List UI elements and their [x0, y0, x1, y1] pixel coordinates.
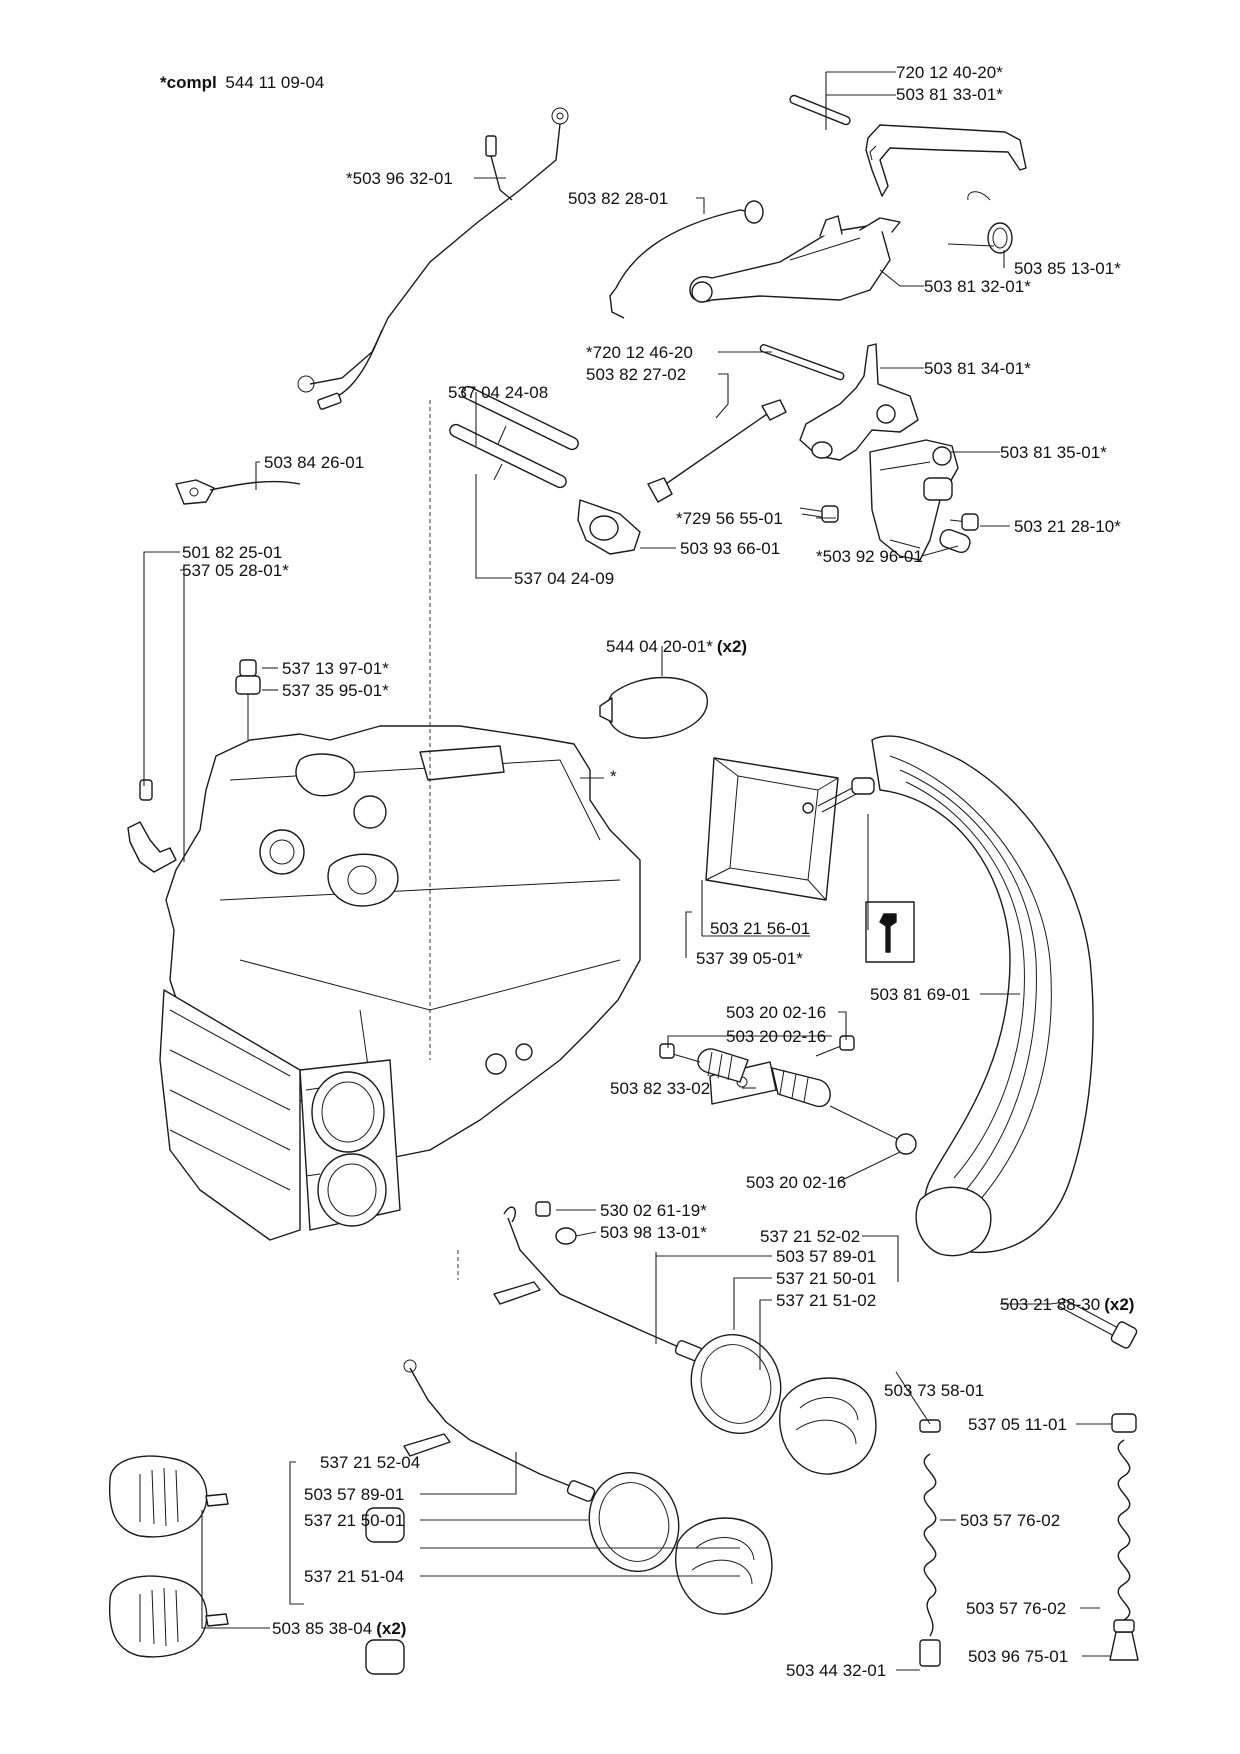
assembly-header: *compl 544 11 09-04	[160, 73, 324, 92]
label-537-04-24-08: 537 04 24-08	[448, 383, 548, 402]
tank-cover-drawing	[159, 989, 401, 1241]
throttle-link-rod-drawing	[609, 200, 764, 319]
label-503-20-02-16-c: 503 20 02-16	[746, 1173, 846, 1192]
label-503-57-76-02-a: 503 57 76-02	[960, 1511, 1060, 1530]
wire-harness-drawing	[297, 107, 569, 410]
label-503-92-96-01: *503 92 96-01	[816, 547, 923, 566]
label-537-13-97-01: 537 13 97-01*	[282, 659, 389, 678]
label-503-85-38-04: 503 85 38-04(x2)	[272, 1619, 406, 1638]
label-503-20-02-16-a: 503 20 02-16	[726, 1003, 826, 1022]
pivot-pin-drawing	[759, 344, 845, 381]
label-503-20-02-16-b: 503 20 02-16	[726, 1027, 826, 1046]
label-537-39-05-01: 537 39 05-01*	[696, 949, 803, 968]
label-537-04-24-09: 537 04 24-09	[514, 569, 614, 588]
cover-cap-drawing	[599, 676, 709, 739]
label-503-81-34-01: 503 81 34-01*	[924, 359, 1031, 378]
label-503-57-89-01-b: 503 57 89-01	[304, 1485, 404, 1504]
label-537-21-50-01-a: 537 21 50-01	[776, 1269, 876, 1288]
label-537-21-50-01-b: 537 21 50-01	[304, 1511, 404, 1530]
label-503-81-33-01: 503 81 33-01*	[896, 85, 1003, 104]
label-503-81-69-01: 503 81 69-01	[870, 985, 970, 1004]
front-handle-drawing	[871, 735, 1094, 1257]
label-503-96-75-01: 503 96 75-01	[968, 1647, 1068, 1666]
label-503-82-33-02: 503 82 33-02	[610, 1079, 710, 1098]
housing-screw-drawing	[535, 1201, 577, 1245]
rubber-rods-drawing	[449, 385, 579, 489]
label-503-21-88-30: 503 21 88-30(x2)	[1000, 1295, 1134, 1314]
av-spring-assembly-drawing	[659, 1035, 917, 1155]
label-503-57-89-01-a: 503 57 89-01	[776, 1247, 876, 1266]
cap-assembly-upper-drawing	[493, 1206, 877, 1475]
label-537-05-11-01: 537 05 11-01	[968, 1415, 1067, 1434]
fuel-hose-drawing	[919, 1419, 941, 1667]
filter-screw-drawing	[817, 777, 875, 813]
crankcase-housing-drawing	[165, 725, 641, 1161]
oil-hose-drawing	[1109, 1413, 1139, 1661]
label-501-82-25-01: 501 82 25-01	[182, 543, 282, 562]
label-503-96-32-01: *503 96 32-01	[346, 169, 453, 188]
av-element-lower-drawing	[108, 1575, 229, 1658]
throttle-trigger-drawing	[689, 215, 901, 303]
label-503-73-58-01: 503 73 58-01	[884, 1381, 984, 1400]
label-503-82-28-01: 503 82 28-01	[568, 189, 668, 208]
label-537-21-51-04: 537 21 51-04	[304, 1567, 404, 1586]
label-503-98-13-01: 503 98 13-01*	[600, 1223, 707, 1242]
label-503-44-32-01: 503 44 32-01	[786, 1661, 886, 1680]
parts-drawing	[108, 94, 1139, 1675]
label-537-35-95-01: 537 35 95-01*	[282, 681, 389, 700]
pin-drawing	[789, 94, 851, 126]
label-503-21-28-10: 503 21 28-10*	[1014, 517, 1121, 536]
choke-rod-drawing	[647, 399, 787, 503]
label-544-04-20-01: 544 04 20-01*(x2)	[606, 637, 747, 656]
part-labels: 720 12 40-20* 503 81 33-01* *503 96 32-0…	[182, 63, 1134, 1680]
label-503-57-76-02-b: 503 57 76-02	[966, 1599, 1066, 1618]
label-503-84-26-01: 503 84 26-01	[264, 453, 364, 472]
label-503-21-56-01: 503 21 56-01	[710, 919, 810, 938]
label-720-12-40-20: 720 12 40-20*	[896, 63, 1003, 82]
label-537-21-52-04: 537 21 52-04	[320, 1453, 420, 1472]
label-537-05-28-01: 537 05 28-01*	[182, 561, 289, 580]
wrench-tool-drawing	[865, 901, 915, 963]
screw-503-21-28-10-drawing	[923, 477, 979, 531]
plugs-drawing	[365, 1507, 405, 1675]
bracket-plate-drawing	[869, 439, 959, 561]
torsion-spring-drawing	[947, 191, 1013, 254]
plug-503-92-96-01-drawing	[939, 528, 971, 554]
label-537-21-51-02: 537 21 51-02	[776, 1291, 876, 1310]
av-element-upper-drawing	[108, 1455, 229, 1538]
leader-lines	[143, 71, 1112, 1671]
label-530-02-61-19: 530 02 61-19*	[600, 1201, 707, 1220]
label-503-85-13-01: 503 85 13-01*	[1014, 259, 1121, 278]
label-503-82-27-02: 503 82 27-02	[586, 365, 686, 384]
choke-knob-drawing	[577, 499, 641, 555]
label-537-21-52-02: 537 21 52-02	[760, 1227, 860, 1246]
screw-729-drawing	[799, 505, 839, 523]
label-503-93-66-01: 503 93 66-01	[680, 539, 780, 558]
label-503-81-35-01: 503 81 35-01*	[1000, 443, 1107, 462]
choke-lever-drawing	[799, 343, 919, 461]
label-720-12-46-20: *720 12 46-20	[586, 343, 693, 362]
label-asterisk: *	[610, 767, 617, 786]
label-503-81-32-01: 503 81 32-01*	[924, 277, 1031, 296]
handle-screw-drawing	[1057, 1297, 1138, 1349]
connector-cable-drawing	[175, 479, 301, 505]
throttle-lockout-drawing	[865, 124, 1027, 197]
cap-assembly-lower-drawing	[403, 1359, 773, 1615]
air-filter-drawing	[705, 757, 839, 901]
label-729-56-55-01: *729 56 55-01	[676, 509, 783, 528]
